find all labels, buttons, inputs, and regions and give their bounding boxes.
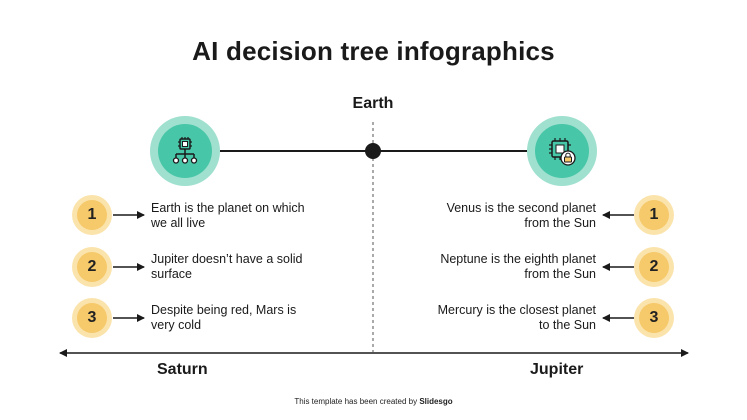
footer-prefix: This template has been created by [294,397,418,406]
chip-lock-icon [549,138,576,166]
left-badge-2: 2 [72,247,112,287]
axis-label-right: Jupiter [530,361,584,378]
left-badge-3: 3 [72,298,112,338]
left-node [150,116,220,186]
left-item-3-text: Despite being red, Mars is very cold [151,303,297,332]
right-node [527,116,597,186]
right-item-3-text: Mercury is the closest planet to the Sun [437,303,596,332]
left-badge-1: 1 [72,195,112,235]
left-badge-3-number: 3 [77,303,107,333]
ai-network-chip-icon [172,137,198,164]
right-item-1-text: Venus is the second planet from the Sun [446,201,596,230]
left-item-2-text: Jupiter doesn’t have a solid surface [151,252,303,281]
right-badge-3-number: 3 [639,303,669,333]
right-node-inner [535,124,589,178]
right-item-2-text: Neptune is the eighth planet from the Su… [440,252,596,281]
left-badge-1-number: 1 [77,200,107,230]
right-badge-2: 2 [634,247,674,287]
axis-label-left: Saturn [157,361,208,378]
right-badge-2-number: 2 [639,252,669,282]
right-badge-1: 1 [634,195,674,235]
center-junction-dot [365,143,381,159]
footer-brand: Slidesgo [419,397,453,406]
right-badge-3: 3 [634,298,674,338]
left-node-inner [158,124,212,178]
left-item-1-text: Earth is the planet on which we all live [151,201,305,230]
page-title: AI decision tree infographics [192,36,555,66]
right-badge-1-number: 1 [639,200,669,230]
footer-credit: This template has been created by Slides… [0,397,747,406]
left-badge-2-number: 2 [77,252,107,282]
center-node-label: Earth [352,95,394,112]
